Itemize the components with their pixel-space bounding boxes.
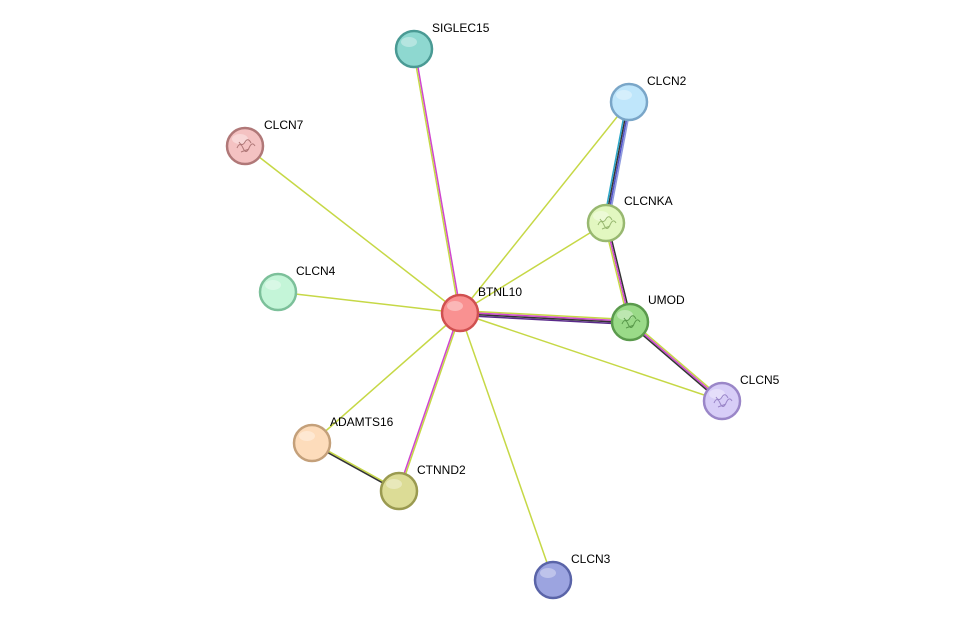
- edge-evidence-line: [602, 101, 628, 223]
- node-highlight: [299, 431, 315, 441]
- node-circle[interactable]: [225, 126, 265, 166]
- edges-layer: [244, 48, 724, 581]
- edge-evidence-line: [459, 314, 630, 326]
- edge-evidence-line: [628, 322, 722, 403]
- node-highlight: [232, 134, 248, 144]
- node-clcn2[interactable]: CLCN2: [609, 74, 687, 122]
- node-clcn3[interactable]: CLCN3: [533, 552, 611, 600]
- node-circle[interactable]: [586, 203, 626, 243]
- node-clcn4[interactable]: CLCN4: [258, 264, 336, 312]
- edge-evidence-line: [459, 222, 607, 314]
- node-highlight: [265, 280, 281, 290]
- protein-structure-icon: [621, 315, 641, 329]
- edge-btnl10-clcnka[interactable]: [459, 222, 607, 314]
- node-clcnka[interactable]: CLCNKA: [586, 194, 673, 243]
- node-circle[interactable]: [533, 560, 573, 600]
- node-siglec15[interactable]: SIGLEC15: [394, 21, 490, 69]
- edge-evidence-line: [459, 312, 723, 402]
- node-ctnnd2[interactable]: CTNND2: [379, 463, 466, 511]
- node-label-clcn2: CLCN2: [647, 74, 687, 88]
- node-highlight: [616, 90, 632, 100]
- node-highlight: [709, 389, 725, 399]
- edge-evidence-line: [397, 312, 460, 491]
- edge-btnl10-clcn7[interactable]: [244, 145, 461, 314]
- edge-btnl10-clcn3[interactable]: [459, 312, 554, 581]
- protein-structure-icon: [597, 216, 617, 230]
- edge-evidence-line: [414, 48, 462, 313]
- node-umod[interactable]: UMOD: [610, 293, 685, 342]
- edge-btnl10-clcn5[interactable]: [459, 312, 723, 402]
- node-highlight: [447, 301, 463, 311]
- node-circle[interactable]: [258, 272, 298, 312]
- node-circle[interactable]: [610, 302, 650, 342]
- edge-btnl10-ctnnd2[interactable]: [397, 312, 462, 492]
- edge-btnl10-clcn4[interactable]: [277, 291, 461, 314]
- edge-umod-clcn5[interactable]: [628, 320, 724, 403]
- node-label-clcnka: CLCNKA: [624, 194, 673, 208]
- node-circle[interactable]: [379, 471, 419, 511]
- node-circle[interactable]: [609, 82, 649, 122]
- protein-structure-icon: [236, 139, 256, 153]
- node-label-clcn5: CLCN5: [740, 373, 780, 387]
- edge-btnl10-umod[interactable]: [459, 309, 631, 326]
- node-highlight: [593, 211, 609, 221]
- edge-evidence-line: [459, 312, 554, 581]
- node-label-clcn7: CLCN7: [264, 118, 304, 132]
- node-circle[interactable]: [394, 29, 434, 69]
- node-highlight: [617, 310, 633, 320]
- edge-evidence-line: [629, 321, 723, 402]
- edge-evidence-line: [604, 101, 629, 223]
- node-highlight: [386, 479, 402, 489]
- edge-evidence-line: [606, 102, 631, 224]
- node-circle[interactable]: [440, 293, 480, 333]
- edge-btnl10-clcn2[interactable]: [459, 101, 630, 314]
- node-adamts16[interactable]: ADAMTS16: [292, 415, 394, 463]
- node-highlight: [401, 37, 417, 47]
- edge-btnl10-siglec15[interactable]: [412, 48, 462, 314]
- edge-btnl10-adamts16[interactable]: [311, 312, 461, 444]
- node-highlight: [540, 568, 556, 578]
- node-label-siglec15: SIGLEC15: [432, 21, 490, 35]
- edge-evidence-line: [412, 49, 460, 314]
- edge-clcn2-clcnka[interactable]: [602, 101, 633, 224]
- edge-evidence-line: [630, 320, 724, 401]
- node-label-adamts16: ADAMTS16: [330, 415, 394, 429]
- node-circle[interactable]: [702, 381, 742, 421]
- node-btnl10[interactable]: BTNL10: [440, 285, 522, 333]
- edge-evidence-line: [399, 313, 462, 492]
- edge-evidence-line: [311, 312, 461, 444]
- edge-evidence-line: [277, 291, 461, 314]
- edge-evidence-line: [460, 309, 631, 321]
- edge-evidence-line: [460, 311, 631, 322]
- node-label-umod: UMOD: [648, 293, 685, 307]
- protein-structure-icon: [713, 394, 733, 408]
- node-clcn5[interactable]: CLCN5: [702, 373, 780, 421]
- node-label-clcn4: CLCN4: [296, 264, 336, 278]
- edge-evidence-line: [459, 101, 630, 314]
- edge-evidence-line: [459, 313, 630, 324]
- node-label-clcn3: CLCN3: [571, 552, 611, 566]
- node-circle[interactable]: [292, 423, 332, 463]
- edge-evidence-line: [244, 145, 461, 314]
- node-label-btnl10: BTNL10: [478, 285, 522, 299]
- edge-evidence-line: [607, 102, 633, 224]
- node-label-ctnnd2: CTNND2: [417, 463, 466, 477]
- node-clcn7[interactable]: CLCN7: [225, 118, 304, 166]
